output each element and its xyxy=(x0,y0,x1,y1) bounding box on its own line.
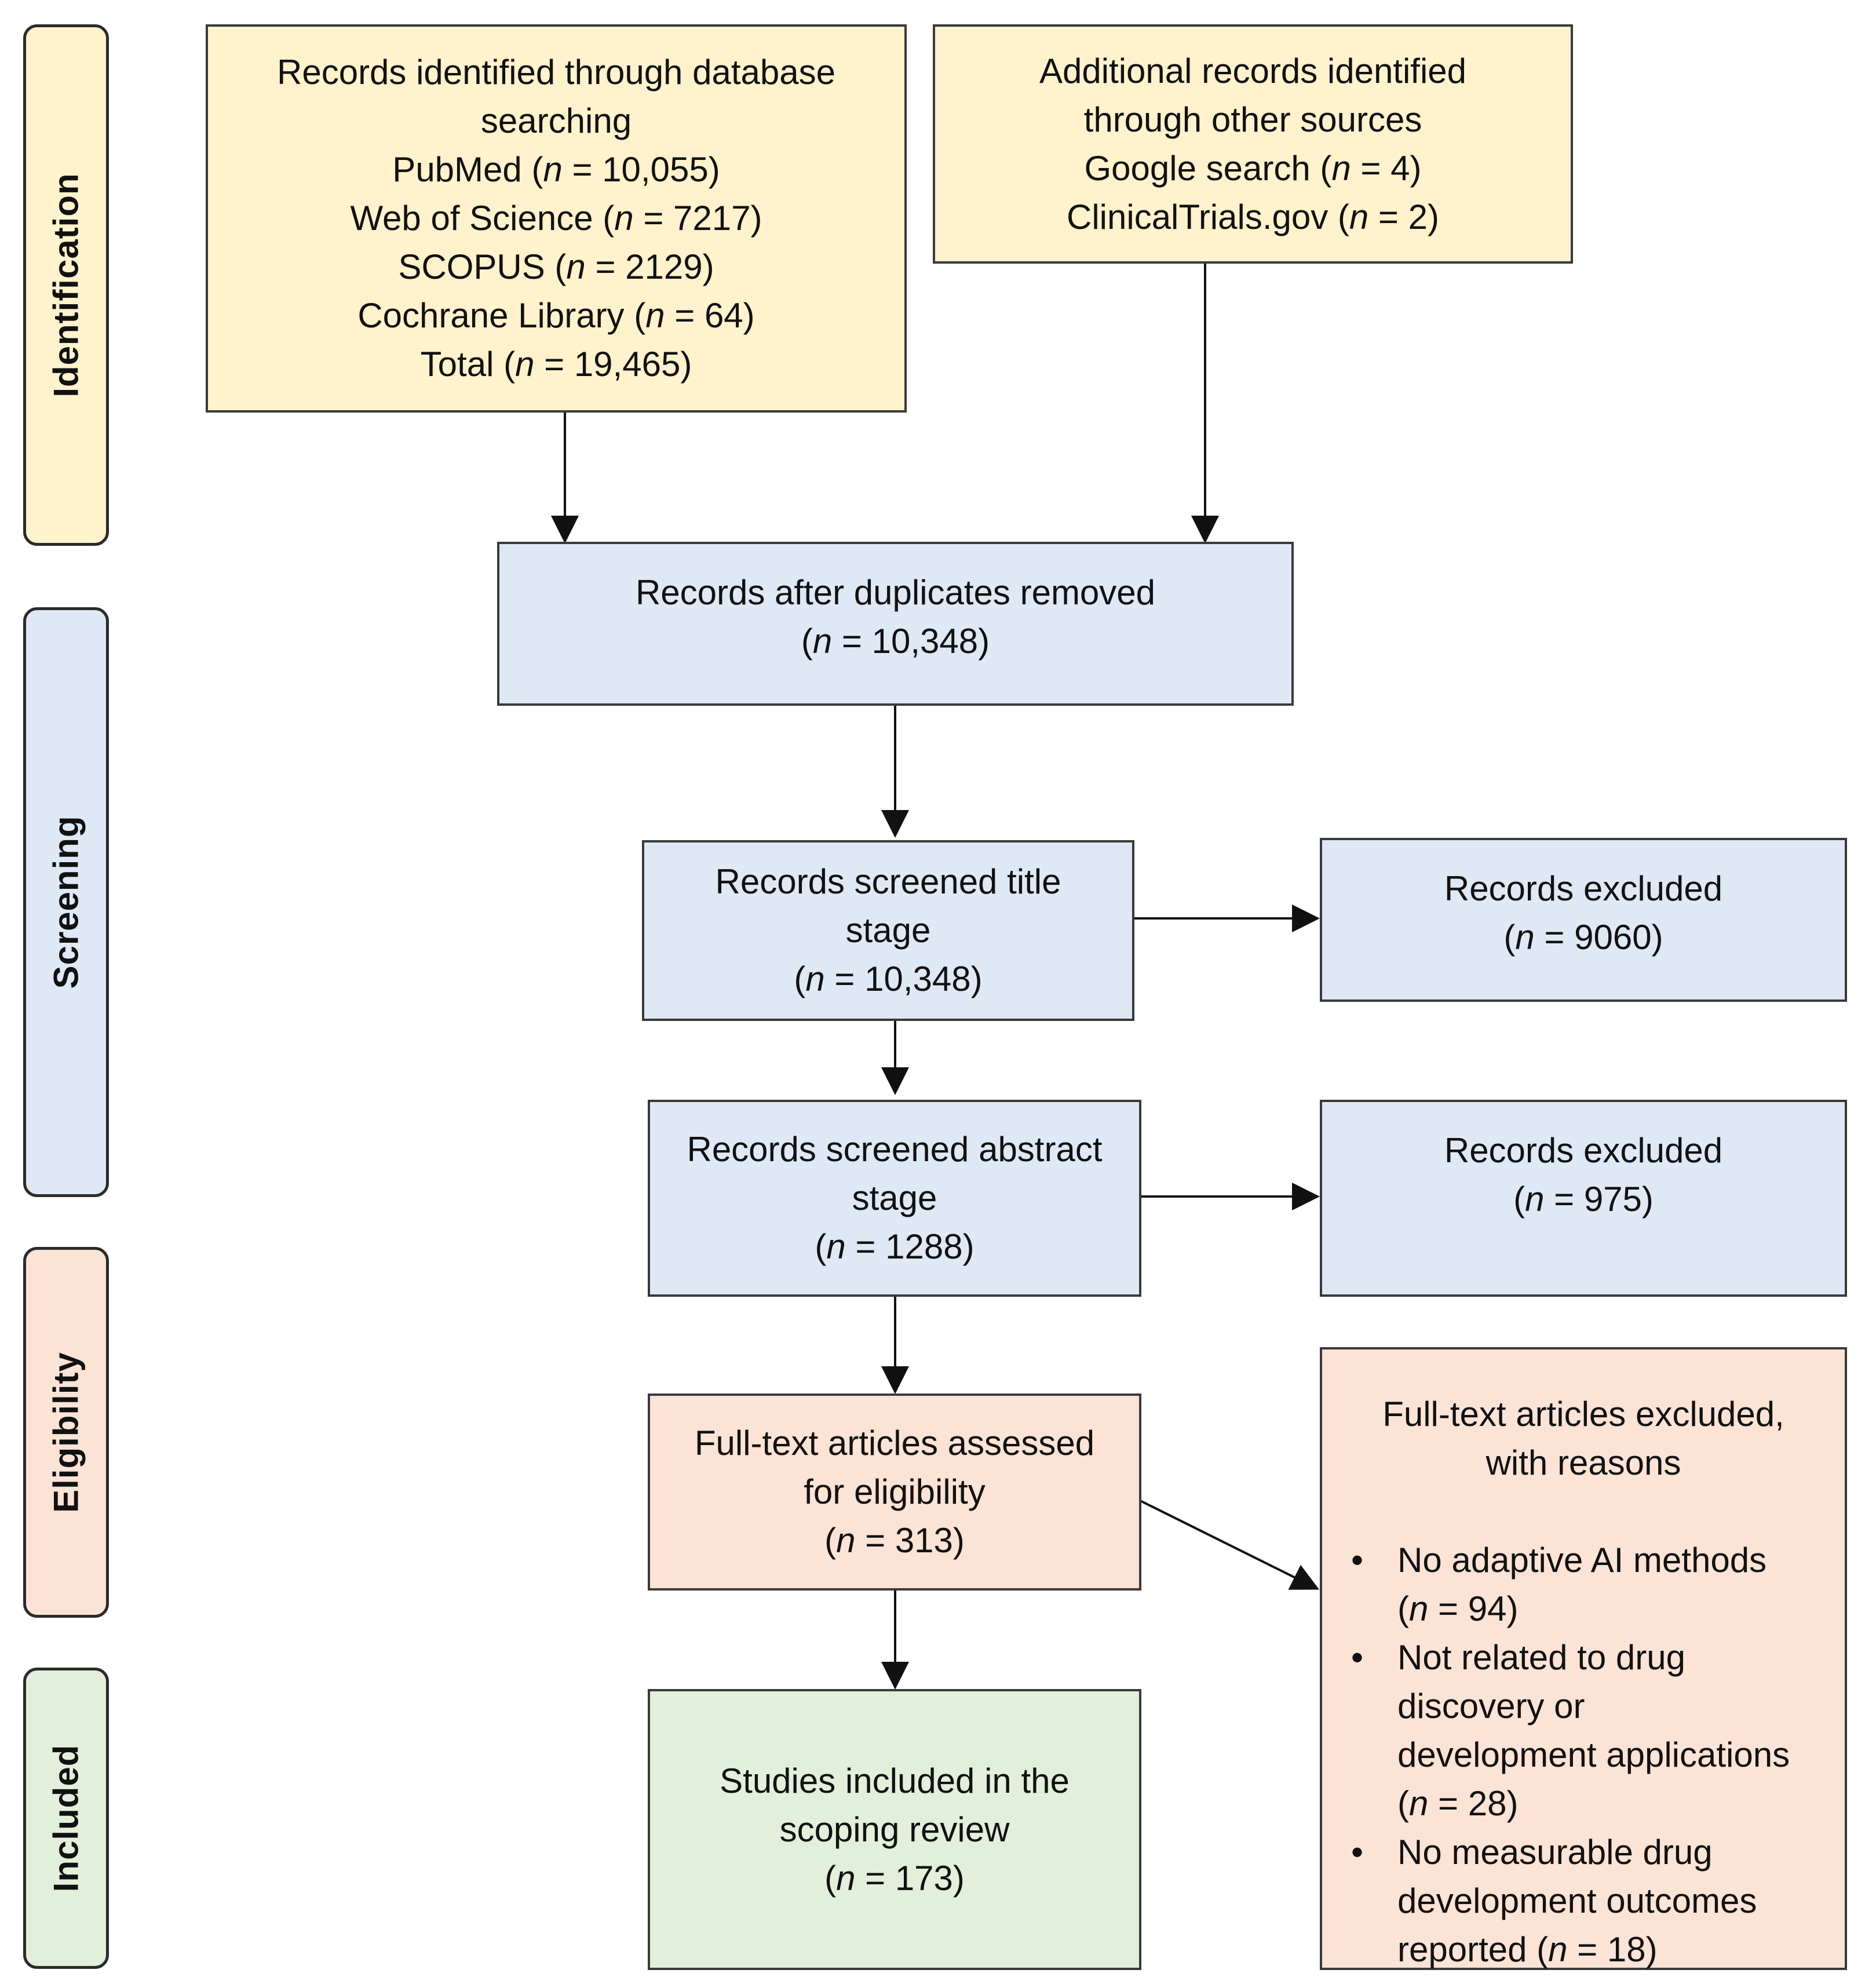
included-studies-line: Studies included in the xyxy=(720,1761,1070,1800)
exclusion-reason-line: discovery or xyxy=(1397,1687,1585,1726)
stage-included: Included xyxy=(23,1668,109,1969)
duplicates-removed-line: (n = 10,348) xyxy=(801,622,990,661)
exclusion-reason-line: No measurable drug xyxy=(1397,1833,1713,1872)
abstract-excluded-line: Records excluded xyxy=(1444,1131,1723,1170)
exclusion-reason-line: (n = 94) xyxy=(1397,1589,1519,1628)
abstract-screen-line: (n = 1288) xyxy=(815,1227,975,1266)
fulltext-assessed-line: (n = 313) xyxy=(824,1521,965,1560)
duplicates-removed-line: Records after duplicates removed xyxy=(635,573,1156,612)
exclusion-reason-line: (n = 28) xyxy=(1397,1784,1519,1823)
database-search-line: searching xyxy=(480,101,632,140)
stage-identification: Identification xyxy=(23,24,109,546)
other-sources-box: Additional records identified through ot… xyxy=(933,24,1573,264)
duplicates-removed-box: Records after duplicates removed (n = 10… xyxy=(497,542,1294,706)
fulltext-assessed-box: Full-text articles assessed for eligibil… xyxy=(648,1394,1141,1591)
other-sources-line: ClinicalTrials.gov (n = 2) xyxy=(1067,197,1439,236)
exclusion-reason-line: reported (n = 18) xyxy=(1397,1930,1658,1969)
exclusion-reason-line: development outcomes xyxy=(1397,1881,1757,1920)
exclusion-reason-line: development applications xyxy=(1397,1735,1790,1774)
exclusion-reason-line: Not related to drug xyxy=(1397,1638,1685,1677)
title-screen-line: stage xyxy=(845,911,931,950)
included-studies-line: (n = 173) xyxy=(824,1858,965,1898)
exclusion-reason-item: Not related to drug discovery or develop… xyxy=(1345,1633,1822,1828)
other-sources-line: Google search (n = 4) xyxy=(1084,148,1422,188)
abstract-screen-line: Records screened abstract xyxy=(687,1130,1103,1169)
database-search-box: Records identified through database sear… xyxy=(206,24,907,413)
abstract-excluded-box: Records excluded (n = 975) xyxy=(1320,1100,1847,1297)
fulltext-excluded-box: Full-text articles excluded, with reason… xyxy=(1320,1347,1847,1970)
database-search-line: Cochrane Library (n = 64) xyxy=(357,296,755,335)
spacer xyxy=(1345,1487,1822,1536)
abstract-excluded-line: (n = 975) xyxy=(1513,1180,1654,1219)
other-sources-line: Additional records identified xyxy=(1039,51,1467,90)
fulltext-assessed-line: Full-text articles assessed xyxy=(694,1424,1095,1462)
arrow-fulltext-to-fulltext-excluded xyxy=(1140,1500,1320,1590)
exclusion-reason-line: No adaptive AI methods xyxy=(1397,1541,1767,1580)
abstract-screen-box: Records screened abstract stage (n = 128… xyxy=(648,1100,1141,1297)
title-excluded-box: Records excluded (n = 9060) xyxy=(1320,838,1847,1002)
included-studies-line: scoping review xyxy=(779,1810,1010,1849)
abstract-screen-line: stage xyxy=(852,1179,937,1217)
database-search-line: Total (n = 19,465) xyxy=(420,345,692,384)
fulltext-excluded-heading-line: Full-text articles excluded, xyxy=(1382,1395,1784,1433)
other-sources-line: through other sources xyxy=(1083,100,1422,139)
fulltext-excluded-heading-line: with reasons xyxy=(1486,1443,1681,1482)
title-screen-line: (n = 10,348) xyxy=(794,960,983,998)
database-search-line: PubMed (n = 10,055) xyxy=(392,150,720,189)
exclusion-reason-item: No measurable drug development outcomes … xyxy=(1345,1828,1822,1974)
included-studies-box: Studies included in the scoping review (… xyxy=(648,1689,1141,1970)
fulltext-assessed-line: for eligibility xyxy=(804,1472,986,1511)
fulltext-excluded-heading: Full-text articles excluded, with reason… xyxy=(1345,1390,1822,1487)
stage-eligibility: Eligibility xyxy=(23,1247,109,1618)
stage-screening: Screening xyxy=(23,607,109,1197)
title-screen-line: Records screened title xyxy=(715,862,1061,901)
title-excluded-line: Records excluded xyxy=(1444,869,1723,908)
title-excluded-line: (n = 9060) xyxy=(1503,918,1663,957)
database-search-line: Web of Science (n = 7217) xyxy=(350,199,762,238)
database-search-line: Records identified through database xyxy=(277,53,835,92)
title-screen-box: Records screened title stage (n = 10,348… xyxy=(642,840,1134,1021)
database-search-line: SCOPUS (n = 2129) xyxy=(398,247,714,286)
exclusion-reason-item: No adaptive AI methods (n = 94) xyxy=(1345,1536,1822,1633)
